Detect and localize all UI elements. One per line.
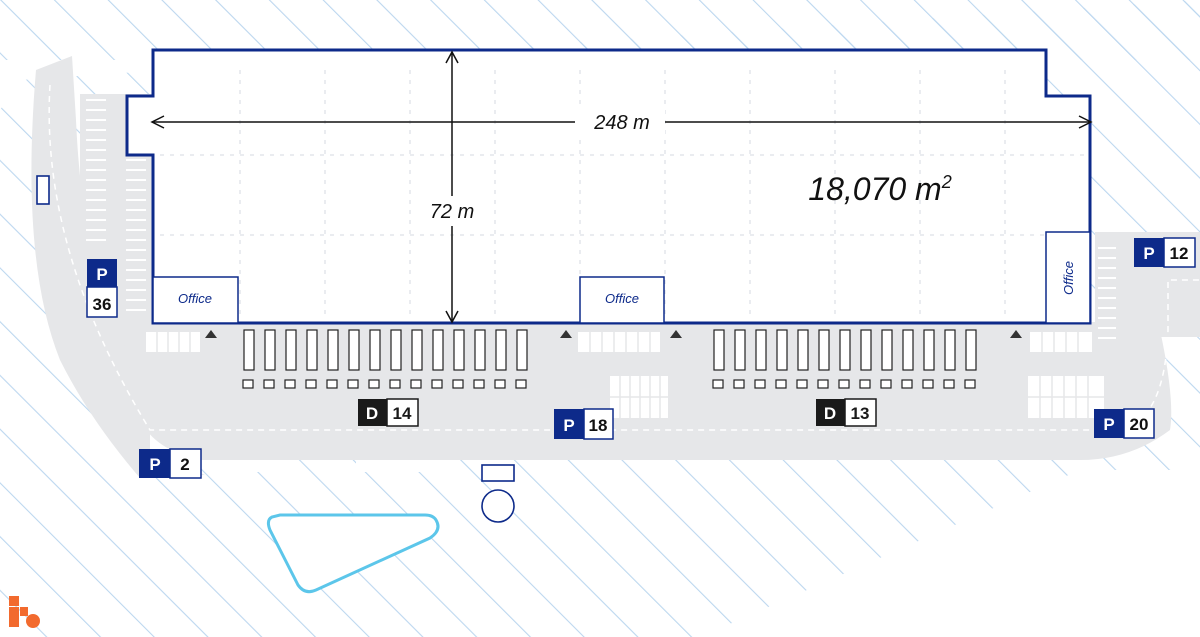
dock-bays-left: [242, 329, 528, 389]
retention-pond: [266, 513, 440, 594]
svg-text:P: P: [563, 416, 574, 435]
dock-bays-right: [712, 329, 977, 389]
depth-dimension-arrow: [445, 50, 459, 324]
svg-text:36: 36: [93, 295, 112, 314]
svg-text:13: 13: [851, 404, 870, 423]
office-box-center: [579, 276, 665, 324]
gatehouse: [481, 464, 515, 482]
svg-text:18: 18: [589, 416, 608, 435]
width-label: 248 m: [593, 112, 650, 134]
dock-badge-13: D 13: [816, 398, 877, 427]
office-label-left: Office: [178, 291, 212, 306]
svg-text:2: 2: [180, 455, 189, 474]
width-dimension-arrow: [150, 115, 1093, 129]
office-label-right: Office: [1061, 261, 1076, 295]
road-centerline: [48, 84, 1200, 431]
svg-text:D: D: [824, 404, 836, 423]
depth-label: 72 m: [430, 201, 474, 223]
width-label-bg: [575, 110, 665, 134]
left-gate-marker: [36, 175, 50, 205]
office-box-left: [152, 276, 239, 324]
parking-badge-12: P 12: [1134, 237, 1196, 268]
office-box-right: [1045, 231, 1091, 324]
parking-badge-20: P 20: [1094, 408, 1155, 439]
svg-text:D: D: [366, 404, 378, 423]
svg-text:12: 12: [1170, 244, 1189, 263]
svg-text:P: P: [96, 265, 107, 284]
office-label-center: Office: [605, 291, 639, 306]
front-parking-lines: [156, 332, 1104, 418]
parking-badge-18: P 18: [554, 408, 614, 440]
depth-label-bg: [420, 196, 484, 226]
parking-badge-2: P 2: [139, 448, 202, 479]
side-parking-right: [1098, 247, 1116, 339]
dock-edge-arrows: [205, 330, 1022, 338]
svg-text:20: 20: [1130, 415, 1149, 434]
svg-text:P: P: [149, 455, 160, 474]
company-logo-icon: [9, 596, 40, 628]
dock-badge-14: D 14: [358, 398, 419, 427]
area-label: 18,070 m2: [808, 171, 951, 207]
svg-text:14: 14: [393, 404, 412, 423]
svg-text:P: P: [1103, 415, 1114, 434]
water-tank: [481, 489, 515, 523]
parking-badge-36: P 36: [86, 259, 118, 318]
side-parking-left: [86, 99, 146, 311]
svg-text:P: P: [1143, 244, 1154, 263]
